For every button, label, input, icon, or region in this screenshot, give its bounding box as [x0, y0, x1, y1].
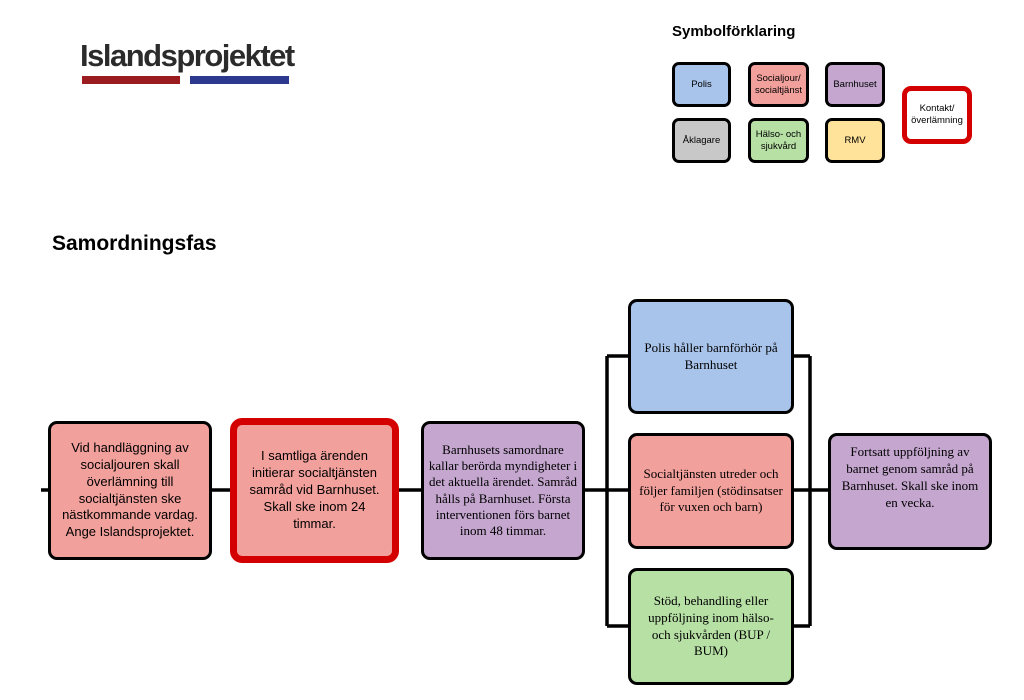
- logo-red-bar: [82, 76, 180, 84]
- legend-polis: Polis: [672, 62, 731, 107]
- step-samrad-initiering: I samtliga ärenden initierar socialtjäns…: [230, 418, 399, 563]
- branch-halso-sjukvard: Stöd, behandling eller uppföljning inom …: [628, 568, 794, 685]
- logo-text: Islandsprojektet: [80, 38, 295, 73]
- legend-title: Symbolförklaring: [672, 23, 796, 40]
- step-fortsatt-uppfoljning: Fortsatt uppföljning av barnet genom sam…: [828, 433, 992, 550]
- branch-polis: Polis håller barnförhör på Barnhuset: [628, 299, 794, 414]
- step-barnhuset-samordnare: Barnhusets samordnare kallar berörda myn…: [421, 421, 585, 560]
- legend-kontakt: Kontakt/ överlämning: [902, 86, 972, 144]
- branch-socialtjanst: Socialtjänsten utreder och följer familj…: [628, 433, 794, 549]
- step-socialjour: Vid handläggning av socialjouren skall ö…: [48, 421, 212, 560]
- legend-aklagare: Åklagare: [672, 118, 731, 163]
- section-title: Samordningsfas: [52, 232, 217, 255]
- legend-barnhuset: Barnhuset: [825, 62, 885, 107]
- logo-blue-bar: [190, 76, 289, 84]
- legend-socialtjanst: Socialjour/ socialtjänst: [748, 62, 809, 107]
- legend-rmv: RMV: [825, 118, 885, 163]
- legend-halso: Hälso- och sjukvård: [748, 118, 809, 163]
